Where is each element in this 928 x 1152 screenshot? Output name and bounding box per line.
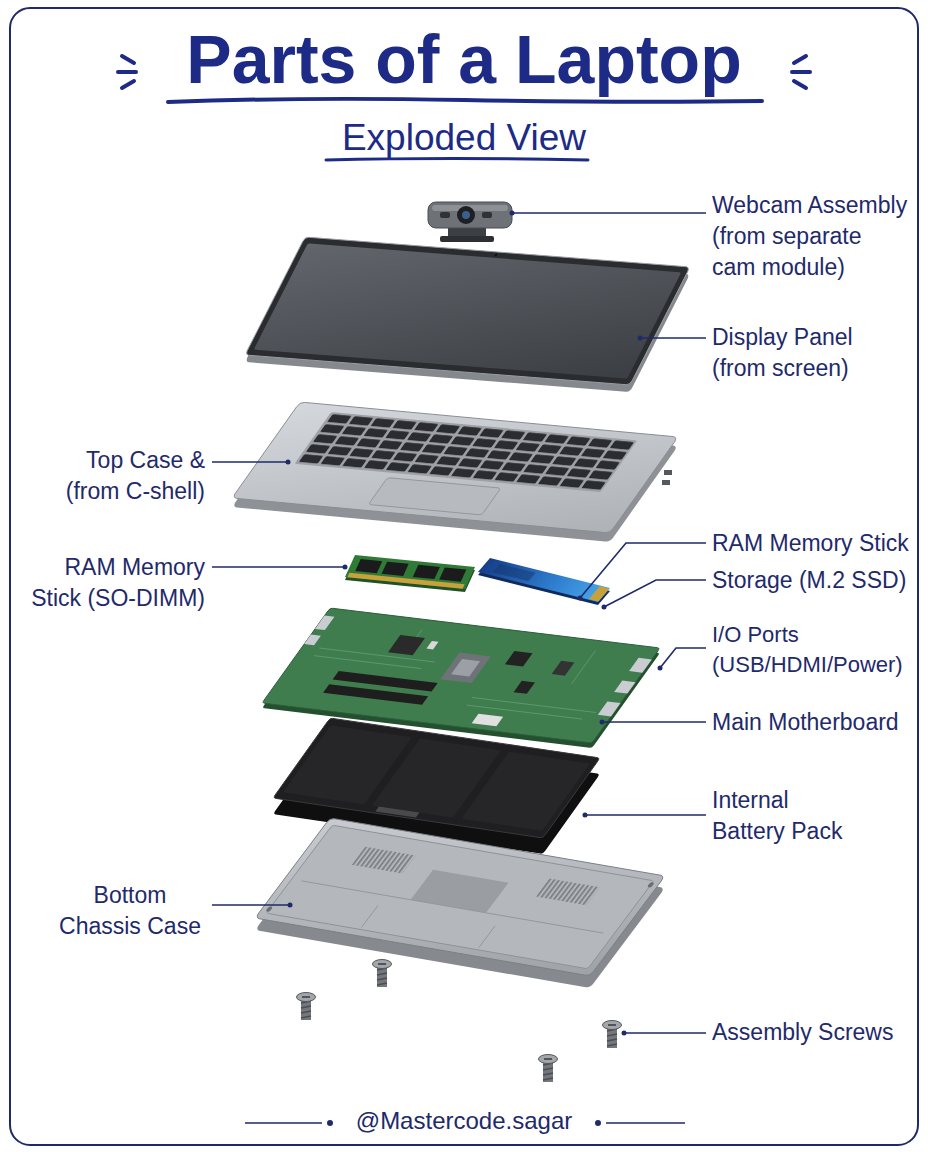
- chassis-illustration: [255, 818, 665, 988]
- leader-lines: [212, 213, 706, 1033]
- part-label: Internal Battery Pack: [712, 785, 852, 847]
- part-label: RAM Memory Stick (SO-DIMM): [25, 552, 205, 614]
- part-label: Top Case & (from C-shell): [55, 445, 205, 507]
- page-title: Parts of a Laptop: [0, 22, 928, 97]
- subtitle: Exploded View: [0, 116, 928, 160]
- webcam-illustration: [428, 202, 512, 242]
- ram-illustration: [345, 555, 475, 592]
- part-label: Webcam Assembly (from separate cam modul…: [712, 190, 910, 283]
- part-label: Display Panel (from screen): [712, 322, 910, 384]
- part-label: I/O Ports (USB/HDMI/Power): [712, 620, 926, 679]
- ssd-illustration: [478, 558, 610, 605]
- watermark: @Mastercode.sagar: [0, 1107, 928, 1136]
- leader-dots: [286, 211, 663, 1036]
- motherboard-illustration: [262, 608, 660, 748]
- part-label: RAM Memory Stick: [712, 528, 922, 559]
- part-label: Main Motherboard: [712, 707, 922, 738]
- display-illustration: [245, 237, 690, 392]
- top-case-illustration: [232, 402, 678, 542]
- screws-illustration: [297, 960, 622, 1083]
- part-label: Storage (M.2 SSD): [712, 565, 922, 596]
- part-label: Bottom Chassis Case: [55, 880, 205, 942]
- part-label: Assembly Screws: [712, 1017, 922, 1048]
